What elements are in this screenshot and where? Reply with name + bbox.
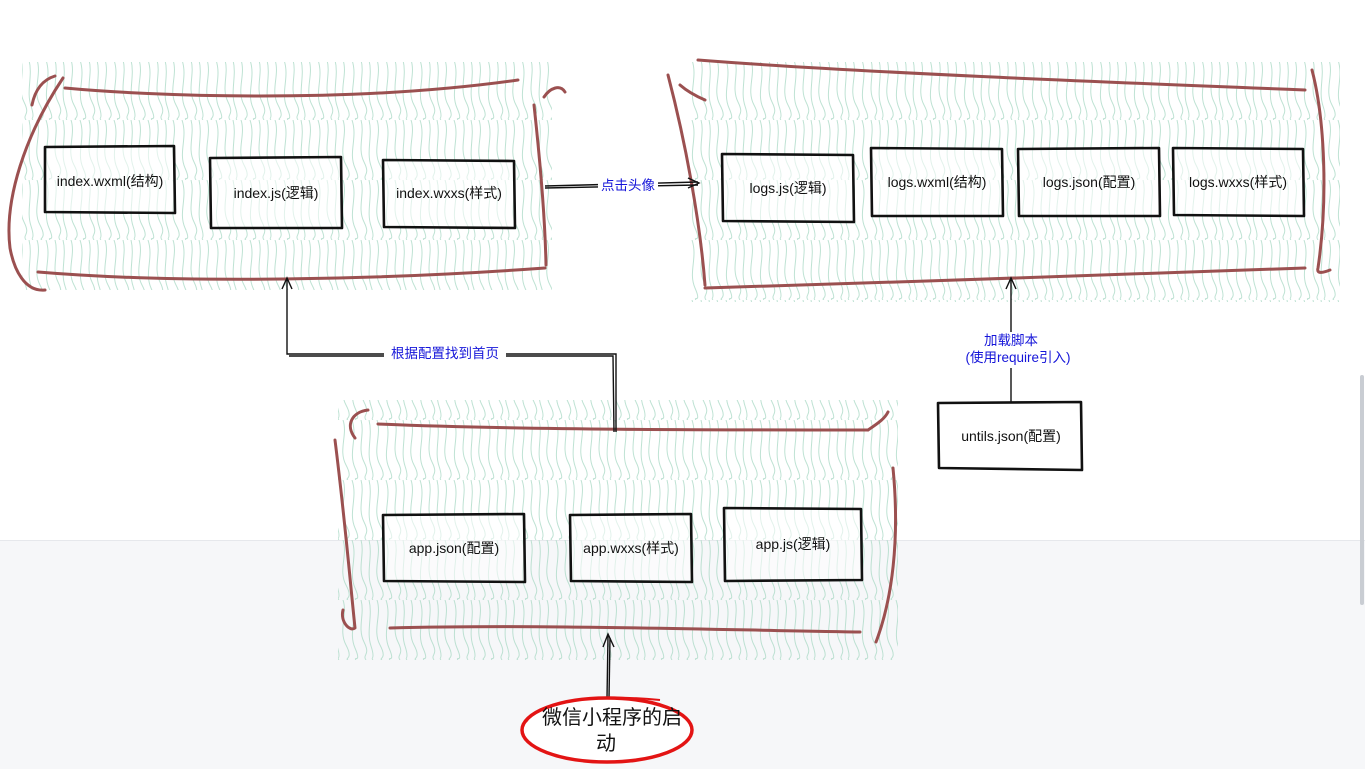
start-node[interactable]: 微信小程序的启 动 (522, 698, 692, 762)
node-label: logs.json(配置) (1043, 174, 1136, 190)
edge-label-line2: (使用require引入) (965, 349, 1070, 365)
node-logs-wxxs[interactable]: logs.wxxs(样式) (1173, 148, 1304, 216)
node-index-wxml[interactable]: index.wxml(结构) (45, 146, 175, 213)
group-index-page[interactable]: index.wxml(结构) index.js(逻辑) index.wxxs(样… (9, 62, 565, 290)
node-logs-js[interactable]: logs.js(逻辑) (722, 154, 854, 222)
edge-start-to-app[interactable] (603, 634, 614, 698)
group-logs-page[interactable]: logs.js(逻辑) logs.wxml(结构) logs.json(配置) … (668, 60, 1340, 302)
edge-label-line1: 加载脚本 (984, 333, 1038, 348)
node-app-wxxs[interactable]: app.wxxs(样式) (570, 514, 692, 582)
node-label: logs.wxml(结构) (888, 174, 987, 190)
edge-line (607, 636, 608, 698)
start-label-line1: 微信小程序的启 (542, 706, 682, 729)
node-app-json[interactable]: app.json(配置) (383, 514, 525, 582)
node-label: app.wxxs(样式) (583, 540, 679, 556)
node-label: logs.js(逻辑) (749, 180, 826, 196)
node-label: index.wxml(结构) (57, 173, 164, 189)
edge-label: 根据配置找到首页 (391, 346, 499, 361)
edge-label: 点击头像 (601, 178, 655, 193)
node-label: logs.wxxs(样式) (1189, 174, 1287, 190)
node-logs-wxml[interactable]: logs.wxml(结构) (871, 148, 1003, 216)
node-untils-json[interactable]: untils.json(配置) (938, 402, 1082, 470)
node-app-js[interactable]: app.js(逻辑) (724, 508, 862, 581)
edge-line-double (609, 638, 610, 698)
node-logs-json[interactable]: logs.json(配置) (1018, 148, 1160, 216)
node-index-wxxs[interactable]: index.wxxs(样式) (383, 160, 515, 228)
node-label: index.js(逻辑) (234, 185, 319, 201)
edge-index-to-logs[interactable]: 点击头像 (545, 177, 699, 193)
node-label: app.json(配置) (409, 540, 499, 556)
node-label: index.wxxs(样式) (396, 185, 502, 201)
node-label: untils.json(配置) (961, 428, 1061, 444)
node-index-js[interactable]: index.js(逻辑) (210, 157, 342, 228)
node-label: app.js(逻辑) (756, 536, 831, 552)
start-label-line2: 动 (596, 732, 616, 755)
group-app[interactable]: app.json(配置) app.wxxs(样式) app.js(逻辑) (335, 400, 898, 660)
